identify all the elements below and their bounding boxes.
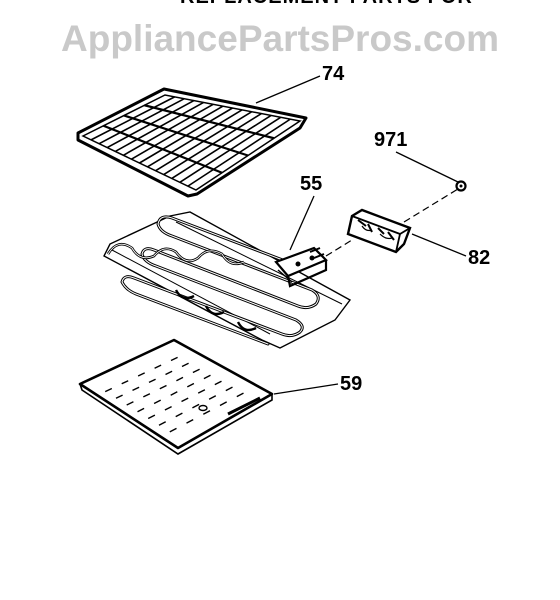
panel-dash [192, 403, 200, 409]
screw [455, 180, 467, 192]
panel-dash [164, 405, 172, 411]
panel-dash [142, 393, 151, 398]
bake-element [103, 211, 352, 349]
assembly-lines [325, 188, 459, 257]
panel-dash [208, 395, 217, 400]
panel-dash [169, 427, 177, 433]
panel-dash [137, 407, 145, 413]
panel-dash [104, 387, 113, 393]
panel-dash [170, 356, 178, 362]
panel-dash [137, 372, 145, 377]
bottom-panel [78, 338, 274, 455]
callout-74: 74 [322, 63, 345, 85]
panel-dash [225, 386, 233, 392]
panel-dash [202, 410, 211, 415]
rack-crossbar [123, 114, 249, 157]
panel-dash [153, 399, 162, 405]
clipped-header-title: REPLACEMENT PARTS FOR [180, 0, 560, 8]
panel-dash [181, 362, 189, 368]
watermark: AppliancePartsPros.com [61, 18, 499, 59]
panel-dash [175, 412, 183, 418]
rack-crossbar [144, 104, 275, 140]
panel-dash [197, 389, 206, 394]
panel-dash [132, 386, 140, 392]
leader-lines [255, 75, 467, 395]
panel-dash [115, 394, 123, 399]
panel-dash [176, 376, 184, 382]
panel-dash [186, 382, 195, 388]
rack-crossbar [103, 124, 223, 174]
panel-dash [203, 374, 211, 380]
callout-59: 59 [340, 373, 363, 395]
panel-dash [147, 414, 156, 420]
panel-dash [165, 370, 173, 376]
panel-dash [126, 401, 134, 406]
oven-rack [76, 87, 308, 198]
panel-dash [236, 392, 244, 398]
panel-dash [192, 368, 200, 374]
panel-dash [148, 378, 156, 384]
panel-dash [214, 380, 222, 386]
panel-dash [186, 418, 194, 424]
terminal-block [346, 208, 412, 254]
callout-55: 55 [300, 173, 323, 195]
panel-dash [181, 397, 189, 403]
panel-dash [121, 380, 129, 385]
panel-dash [154, 364, 162, 369]
callout-82: 82 [468, 247, 491, 269]
panel-dash [159, 384, 167, 390]
panel-dash [219, 401, 228, 407]
callout-971: 971 [374, 129, 408, 151]
panel-dash [170, 391, 178, 396]
panel-dash [158, 421, 167, 426]
